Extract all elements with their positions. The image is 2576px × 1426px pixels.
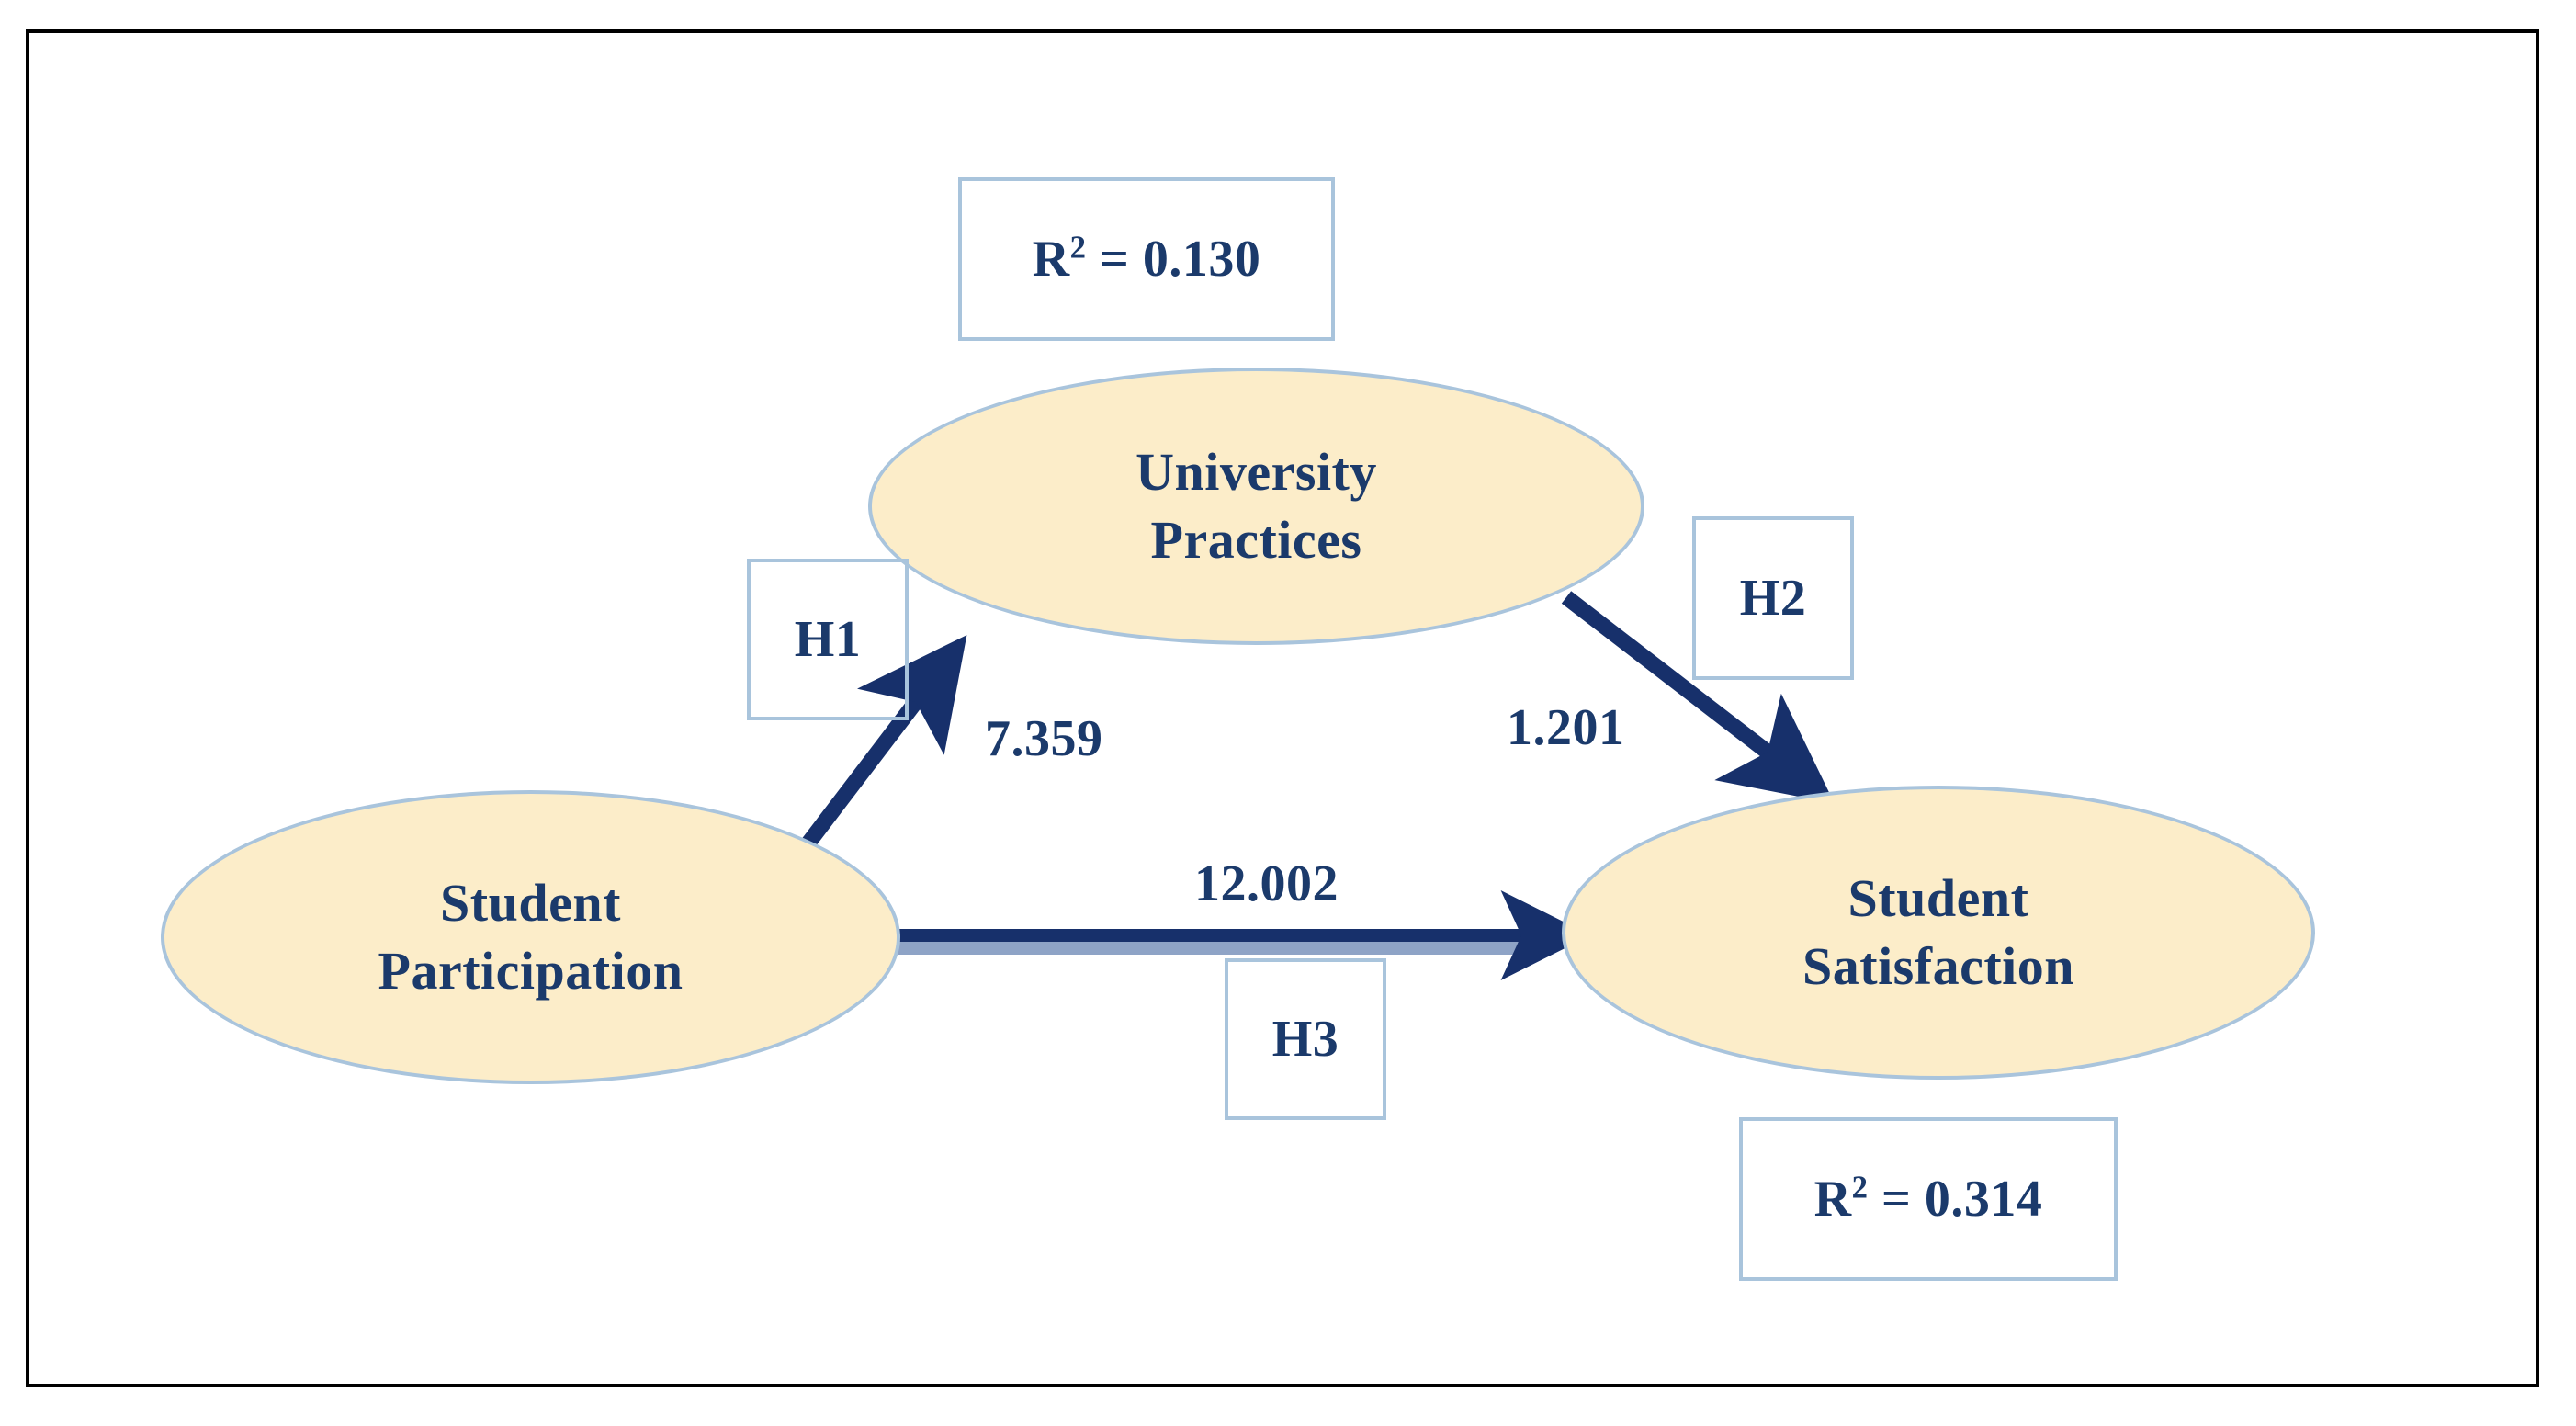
r2-symbol: R <box>1813 1171 1852 1228</box>
node-student-participation[interactable]: Student Participation <box>161 790 900 1084</box>
r2-university-practices-box: R2 = 0.130 <box>958 177 1335 341</box>
node-student-participation-line1: Student <box>440 872 621 933</box>
r2-value: 0.314 <box>1924 1171 2043 1228</box>
r2-equals: = <box>1099 231 1130 288</box>
arrow-h2-practices-to-satisfaction <box>1561 591 1835 804</box>
r2-student-satisfaction-box: R2 = 0.314 <box>1739 1117 2118 1281</box>
node-student-satisfaction[interactable]: Student Satisfaction <box>1562 786 2315 1080</box>
arrow-h1-participation-to-practices <box>800 635 967 851</box>
node-university-practices[interactable]: University Practices <box>868 368 1644 645</box>
node-university-practices-line2: Practices <box>1150 510 1362 570</box>
r2-exponent: 2 <box>1851 1169 1869 1205</box>
node-student-participation-line2: Participation <box>378 941 684 1001</box>
hypothesis-label-h2: H2 <box>1739 570 1807 627</box>
r2-exponent: 2 <box>1069 229 1087 266</box>
hypothesis-box-h2: H2 <box>1692 516 1854 680</box>
path-t-value-h1: 7.359 <box>985 710 1103 767</box>
path-t-value-h2: 1.201 <box>1507 699 1625 756</box>
r2-student-satisfaction-text: R2 = 0.314 <box>1814 1170 2043 1228</box>
node-student-satisfaction-line1: Student <box>1847 867 2029 928</box>
hypothesis-label-h3: H3 <box>1271 1011 1339 1068</box>
r2-equals: = <box>1881 1171 1912 1228</box>
hypothesis-box-h1: H1 <box>747 559 909 720</box>
hypothesis-label-h1: H1 <box>794 611 862 668</box>
r2-value: 0.130 <box>1142 231 1261 288</box>
r2-university-practices-text: R2 = 0.130 <box>1033 230 1261 289</box>
path-t-value-h3: 12.002 <box>1194 855 1339 912</box>
hypothesis-box-h3: H3 <box>1225 958 1386 1120</box>
node-student-satisfaction-line2: Satisfaction <box>1802 936 2074 996</box>
node-university-practices-line1: University <box>1135 441 1377 502</box>
r2-symbol: R <box>1032 231 1070 288</box>
